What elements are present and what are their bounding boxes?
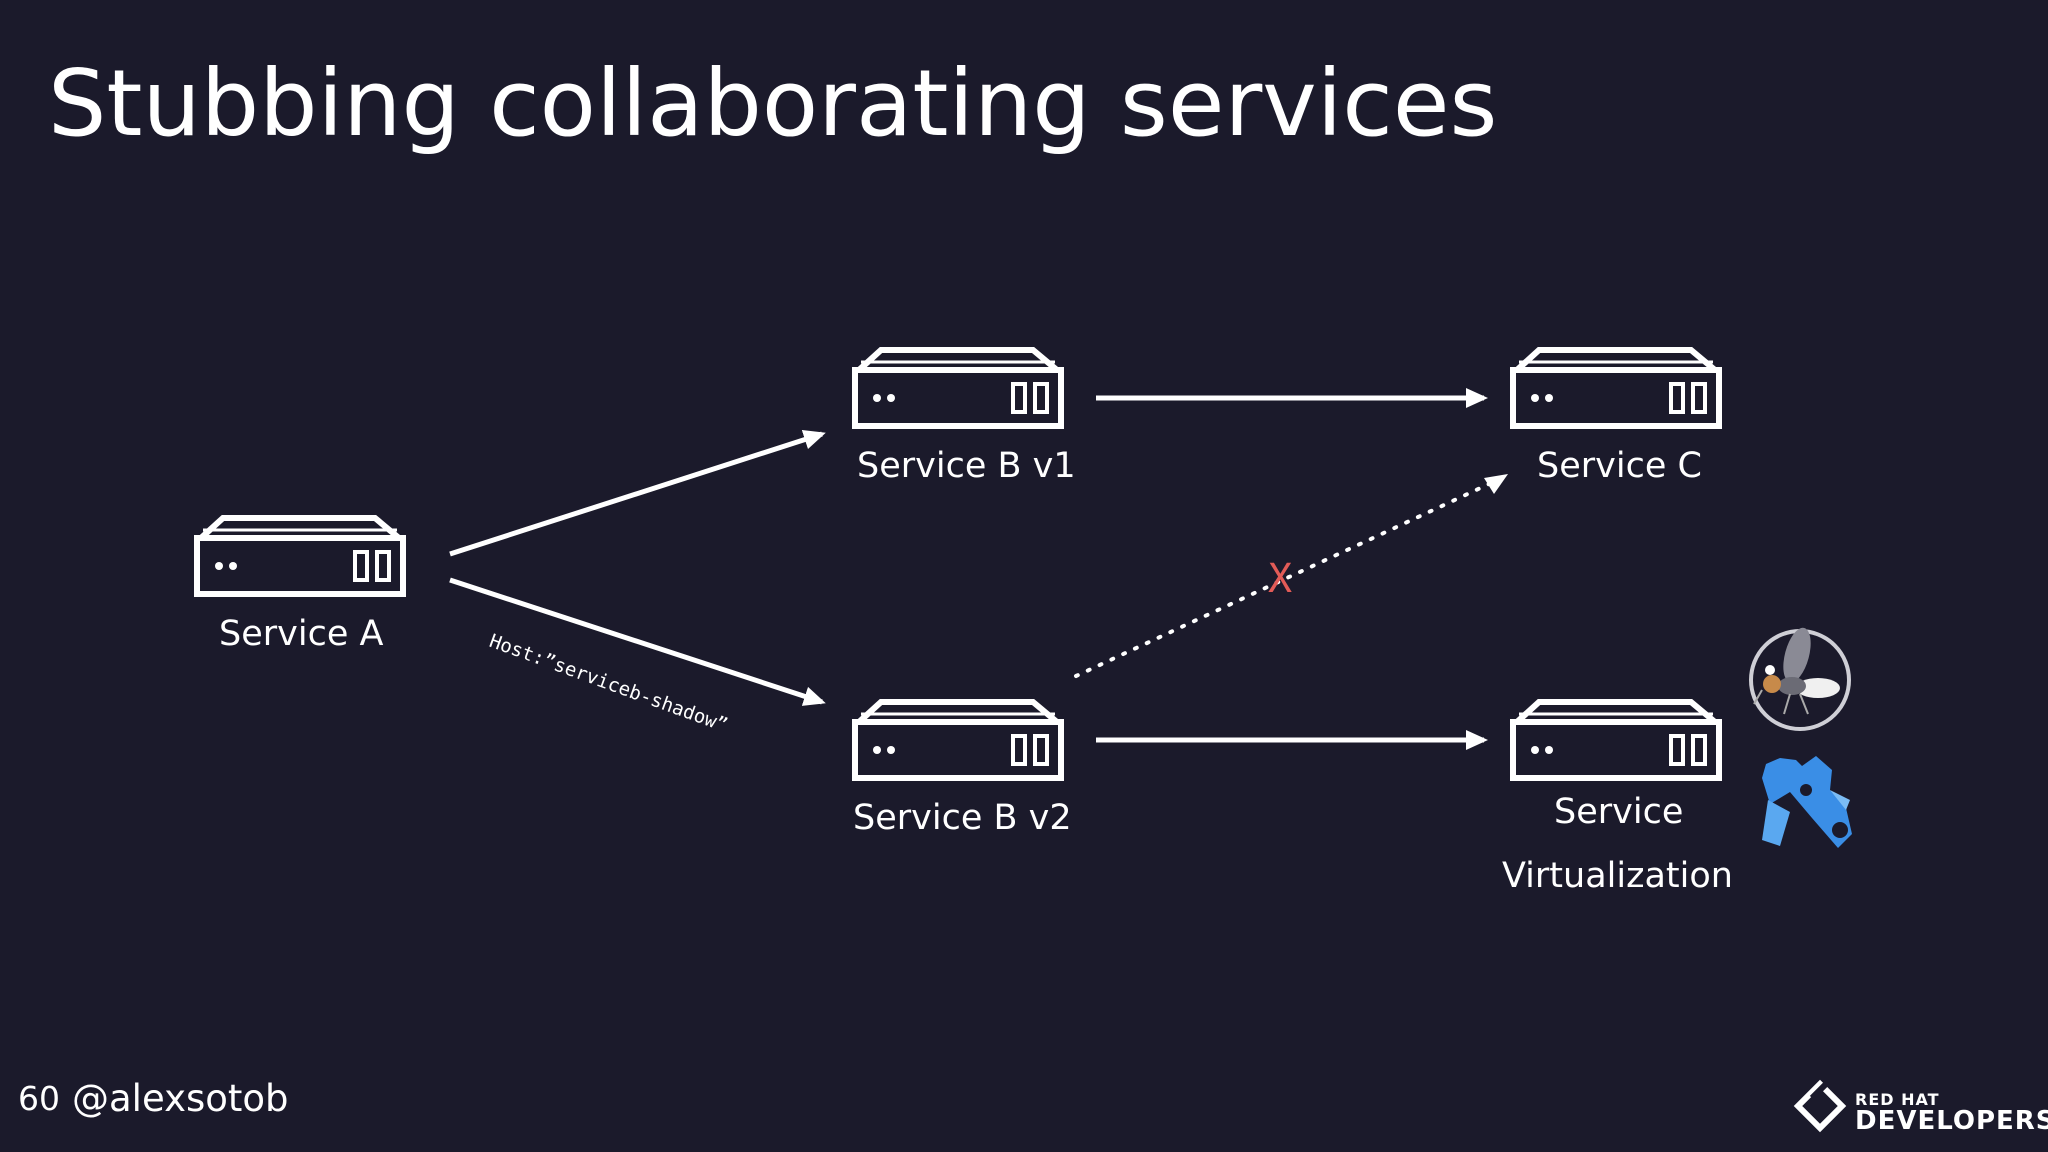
dotted-arrow-b-v2-to-c bbox=[1074, 476, 1504, 678]
service-c-label: Service C bbox=[1537, 446, 1702, 486]
slide-title: Stubbing collaborating services bbox=[48, 50, 1498, 157]
service-a-label: Service A bbox=[219, 614, 384, 654]
hoverfly-icon bbox=[1762, 756, 1852, 848]
logo-text-bottom: DEVELOPERS bbox=[1855, 1106, 2048, 1136]
arrow-a-to-b-v1 bbox=[449, 430, 826, 557]
dotted-arrow-head bbox=[1484, 474, 1508, 494]
mosquito-icon bbox=[1749, 627, 1851, 731]
service-c-server-icon bbox=[1513, 350, 1719, 426]
slide-number: 60 bbox=[18, 1079, 60, 1118]
service-b-v1-server-icon bbox=[855, 350, 1061, 426]
service-virtualization-label-line1: Service bbox=[1554, 792, 1684, 832]
redhat-developers-logo-icon bbox=[1793, 1079, 1847, 1133]
author-handle: @alexsotob bbox=[72, 1077, 289, 1120]
service-virtualization-label-line2: Virtualization bbox=[1502, 856, 1733, 896]
service-b-v1-label: Service B v1 bbox=[857, 446, 1076, 486]
service-virtualization-server-icon bbox=[1513, 702, 1719, 778]
service-b-v2-server-icon bbox=[855, 702, 1061, 778]
service-b-v2-label: Service B v2 bbox=[853, 798, 1072, 838]
service-a-server-icon bbox=[197, 518, 403, 594]
logo-text-top: RED HAT bbox=[1855, 1090, 1940, 1109]
blocked-marker: X bbox=[1268, 556, 1293, 602]
arrow-a-to-b-v2 bbox=[449, 577, 826, 706]
